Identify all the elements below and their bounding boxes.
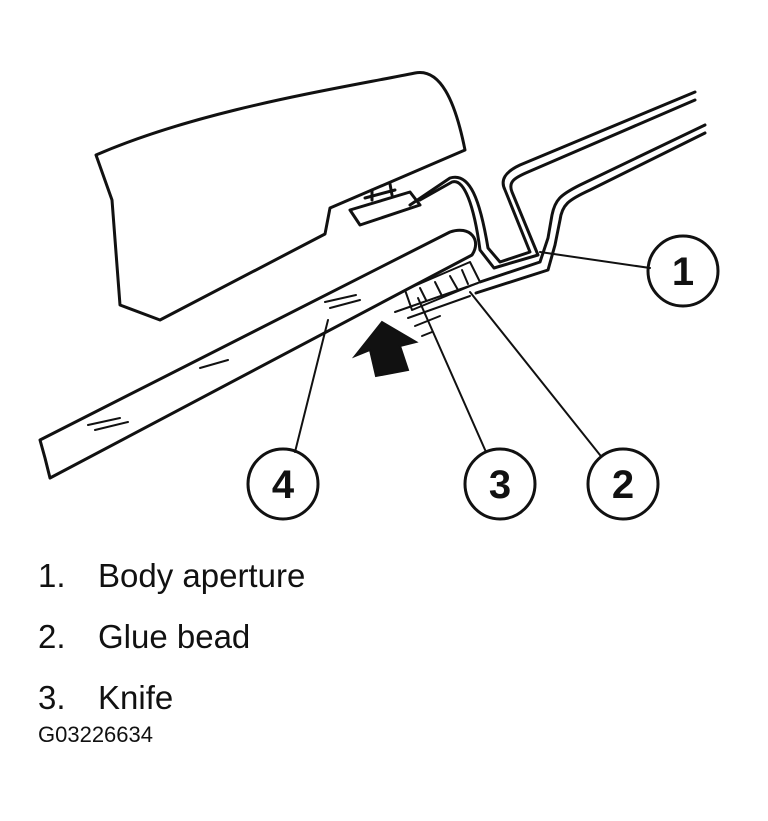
body-aperture-flange	[408, 90, 697, 264]
installation-diagram: 1 2 3 4	[38, 71, 720, 521]
fixing-clip	[348, 182, 422, 227]
legend-number: 2.	[38, 617, 66, 655]
callout-circle-3	[463, 447, 537, 521]
figure-id: G03226634	[38, 722, 153, 747]
direction-arrow	[351, 320, 419, 378]
roof-panel	[94, 71, 467, 322]
leader-1	[539, 251, 651, 269]
glue-bead	[404, 261, 481, 311]
legend-label: Body aperture	[98, 556, 306, 594]
legend-item: 3. Knife	[38, 667, 305, 728]
legend-label: Glue bead	[98, 617, 251, 655]
legend-number: 3.	[38, 678, 66, 716]
leader-3	[417, 297, 487, 453]
legend-label: Knife	[98, 678, 174, 716]
legend: 1. Body aperture 2. Glue bead 3. Knife	[38, 545, 305, 728]
callout-label-3: 3	[489, 463, 511, 507]
callout-label-4: 4	[272, 463, 295, 507]
glass-panel	[38, 228, 478, 480]
callout-label-2: 2	[612, 463, 634, 507]
callout-circle-1	[646, 234, 720, 308]
callout-label-1: 1	[672, 250, 694, 294]
knife	[394, 282, 479, 337]
legend-number: 1.	[38, 556, 66, 594]
leader-2	[469, 291, 601, 456]
legend-item: 1. Body aperture	[38, 545, 305, 606]
leader-4	[294, 319, 329, 453]
callout-circle-2	[586, 447, 660, 521]
legend-item: 2. Glue bead	[38, 606, 305, 667]
callout-circle-4	[246, 447, 320, 521]
